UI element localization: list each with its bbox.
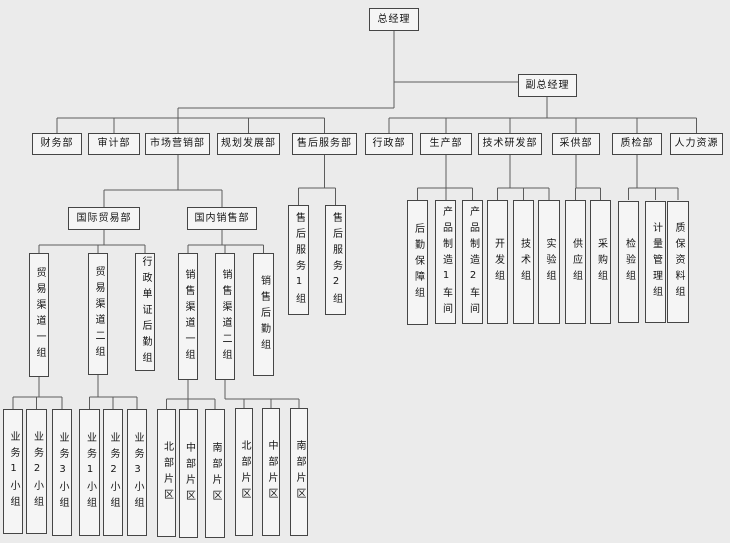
org-node-after-sales-group-1: 售后服务1组 bbox=[288, 205, 309, 315]
connector-procure bbox=[575, 155, 601, 200]
org-node-after-sales-dept: 售后服务部 bbox=[292, 133, 357, 155]
org-node-technology-group: 技术组 bbox=[513, 200, 534, 324]
org-node-domestic-sales-dept: 国内销售部 bbox=[187, 207, 257, 230]
org-node-deputy-general-manager: 副总经理 bbox=[518, 74, 577, 97]
connector-right-bus bbox=[388, 117, 697, 133]
org-node-intl-trade-dept: 国际贸易部 bbox=[68, 207, 140, 230]
connector-qc bbox=[628, 155, 679, 200]
connector-trade2 bbox=[89, 375, 138, 409]
org-node-product-mfg-workshop-2: 产品制造2车间 bbox=[462, 200, 483, 324]
connector-top bbox=[177, 31, 548, 133]
connector-trade1 bbox=[12, 377, 63, 409]
org-node-business-subgroup-3a: 业务3小组 bbox=[52, 409, 72, 536]
org-node-business-subgroup-3b: 业务3小组 bbox=[127, 409, 147, 536]
org-node-south-district-2: 南部片区 bbox=[290, 408, 308, 536]
org-node-north-district-2: 北部片区 bbox=[235, 408, 253, 536]
org-node-admin-docs-logistics-group: 行政单证后勤组 bbox=[135, 253, 155, 371]
org-node-metrology-mgmt-group: 计量管理组 bbox=[645, 201, 666, 323]
org-node-qa-documents-group: 质保资料组 bbox=[667, 201, 689, 323]
org-node-quality-inspection-dept: 质检部 bbox=[612, 133, 662, 155]
org-node-product-mfg-workshop-1: 产品制造1车间 bbox=[435, 200, 456, 324]
connector-left-bus bbox=[56, 117, 325, 133]
org-node-sales-channel-group-2: 销售渠道二组 bbox=[215, 253, 235, 380]
org-node-trade-channel-group-1: 贸易渠道一组 bbox=[29, 253, 49, 377]
org-node-business-subgroup-1a: 业务1小组 bbox=[3, 409, 23, 534]
connector-sales2 bbox=[224, 380, 300, 409]
org-node-planning-dev-dept: 规划发展部 bbox=[217, 133, 280, 155]
org-node-audit-dept: 审计部 bbox=[88, 133, 140, 155]
org-node-sales-logistics-group: 销售后勤组 bbox=[253, 253, 274, 376]
org-node-business-subgroup-1b: 业务1小组 bbox=[79, 409, 100, 536]
connector-aftersales bbox=[298, 155, 336, 205]
org-node-central-district-1: 中部片区 bbox=[179, 409, 198, 538]
org-node-finance-dept: 财务部 bbox=[32, 133, 82, 155]
org-node-trade-channel-group-2: 贸易渠道二组 bbox=[88, 253, 108, 375]
org-node-supply-group: 供应组 bbox=[565, 200, 586, 324]
org-node-development-group: 开发组 bbox=[487, 200, 508, 324]
org-node-admin-dept: 行政部 bbox=[365, 133, 413, 155]
connector-marketing bbox=[103, 155, 223, 207]
org-node-south-district-1: 南部片区 bbox=[205, 409, 225, 538]
org-node-general-manager: 总经理 bbox=[369, 8, 419, 31]
org-node-purchasing-group: 采购组 bbox=[590, 200, 611, 324]
org-node-central-district-2: 中部片区 bbox=[262, 408, 280, 536]
org-node-experiment-group: 实验组 bbox=[538, 200, 560, 324]
org-node-logistics-support-group: 后勤保障组 bbox=[407, 200, 428, 325]
connector-intl-trade bbox=[38, 230, 146, 253]
org-node-tech-rnd-dept: 技术研发部 bbox=[478, 133, 542, 155]
org-node-marketing-dept: 市场营销部 bbox=[145, 133, 210, 155]
org-node-sales-channel-group-1: 销售渠道一组 bbox=[178, 253, 198, 380]
org-node-after-sales-group-2: 售后服务2组 bbox=[325, 205, 346, 315]
connector-production bbox=[417, 155, 473, 200]
org-node-production-dept: 生产部 bbox=[420, 133, 472, 155]
org-node-procurement-dept: 采供部 bbox=[552, 133, 600, 155]
connector-sales1 bbox=[166, 380, 216, 409]
connector-domestic-sales bbox=[187, 230, 264, 253]
connector-rnd bbox=[497, 155, 550, 200]
org-node-inspection-group: 检验组 bbox=[618, 201, 639, 323]
org-node-north-district-1: 北部片区 bbox=[157, 409, 176, 537]
org-node-hr-dept: 人力资源 bbox=[670, 133, 723, 155]
org-node-business-subgroup-2b: 业务2小组 bbox=[103, 409, 123, 536]
org-node-business-subgroup-2a: 业务2小组 bbox=[26, 409, 47, 534]
